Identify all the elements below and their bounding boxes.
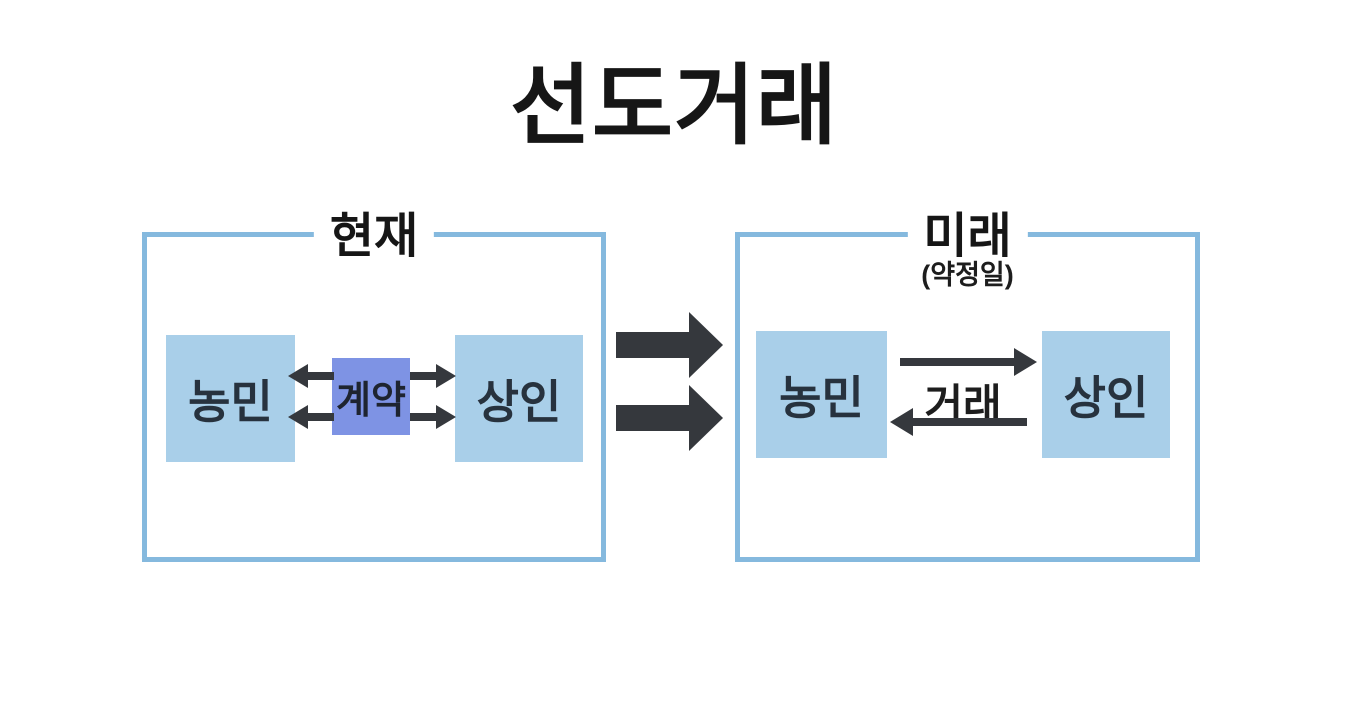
present-panel-label: 현재: [313, 207, 435, 267]
farmer-to-merchant-arrow-icon: [900, 347, 1037, 377]
diagram-title: 선도거래: [510, 56, 838, 155]
future-merchant-box: 상인: [1042, 331, 1170, 458]
present-farmer-box: 농민: [166, 335, 295, 462]
contract-to-farmer-arrow-bottom-icon: [288, 405, 334, 429]
present-merchant-box: 상인: [455, 335, 583, 462]
present-panel: 현재 농민 계약 상인: [142, 207, 606, 562]
contract-box: 계약: [332, 358, 410, 435]
contract-to-merchant-arrow-top-icon: [410, 364, 456, 388]
future-farmer-box: 농민: [756, 331, 887, 458]
contract-to-merchant-arrow-bottom-icon: [410, 405, 456, 429]
future-panel-sublabel: (약정일): [921, 260, 1014, 290]
merchant-to-farmer-arrow-icon: [890, 407, 1027, 437]
future-panel: 미래 (약정일) 농민 거래 상인: [735, 207, 1200, 562]
present-to-future-arrow-top-icon: [616, 312, 723, 383]
future-panel-label: 미래: [907, 207, 1028, 267]
present-to-future-arrow-bottom-icon: [616, 385, 723, 456]
contract-to-farmer-arrow-top-icon: [288, 364, 334, 388]
